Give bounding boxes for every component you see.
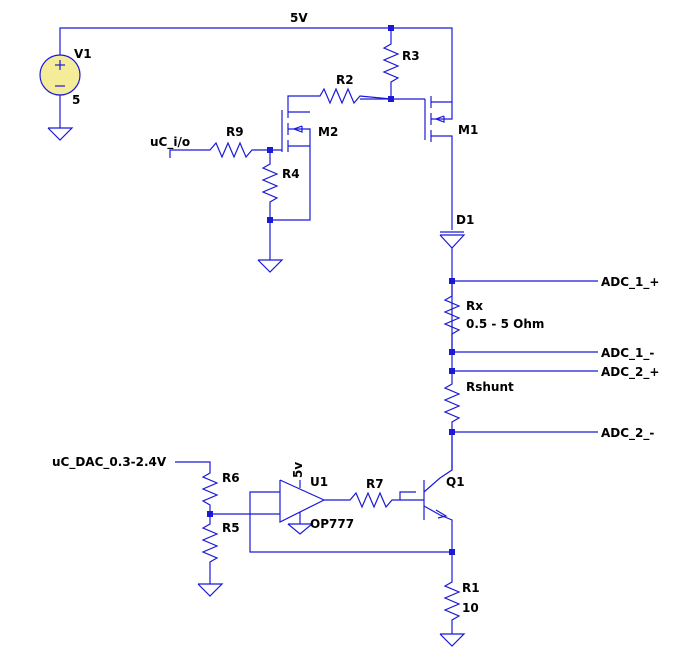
adc-1-plus-line [449,278,598,284]
label-r1: R1 [462,581,480,595]
resistor-r5 [201,511,219,584]
label-rx-value: 0.5 - 5 Ohm [466,317,544,331]
label-m1: M1 [458,123,478,137]
label-adc1-minus: ADC_1_- [601,346,654,361]
resistor-r1 [443,552,461,634]
label-r6: R6 [222,471,240,485]
adc-2-plus-line [449,352,598,374]
voltage-source-v1 [39,45,81,128]
resistor-r4 [261,150,279,260]
label-v1: V1 [74,47,92,61]
resistor-rx [443,281,461,352]
adc-1-minus-line [449,349,598,355]
supply-rail-5v [59,25,453,96]
label-uc-dac: uC_DAC_0.3-2.4V [52,455,167,470]
resistor-rshunt [443,371,461,470]
label-r9: R9 [226,125,244,139]
mosfet-m1 [424,96,453,230]
label-adc2-minus: ADC_2_- [601,426,654,441]
label-r1-value: 10 [462,601,479,615]
transistor-q1 [423,432,453,552]
ground-r5 [197,583,224,597]
adc-2-minus-line [449,429,598,435]
resistor-r6 [175,461,219,514]
label-rail-5v: 5V [290,11,308,25]
label-uc-io: uC_i/o [150,135,190,150]
label-adc1-plus: ADC_1_+ [601,275,659,290]
label-m2: M2 [318,125,338,139]
ground-r1 [439,633,466,647]
resistor-r2 [287,87,425,105]
label-d1: D1 [456,213,474,227]
label-q1: Q1 [446,475,465,489]
resistor-r7 [324,491,424,509]
label-u1: U1 [310,475,328,489]
mosfet-m2 [270,105,311,221]
ground-m2 [257,259,284,273]
label-r2: R2 [336,73,354,87]
resistor-r3 [382,28,400,99]
label-adc2-plus: ADC_2_+ [601,365,659,380]
ground-v1 [47,127,74,141]
label-r5: R5 [222,521,240,535]
label-u1-supply: 5v [291,462,305,478]
label-rx: Rx [466,299,483,313]
label-rshunt: Rshunt [466,380,514,394]
label-r3: R3 [402,49,420,63]
label-v1-value: 5 [72,93,80,107]
label-u1-model: OP777 [310,517,354,531]
label-r7: R7 [366,477,384,491]
label-r4: R4 [282,167,300,181]
